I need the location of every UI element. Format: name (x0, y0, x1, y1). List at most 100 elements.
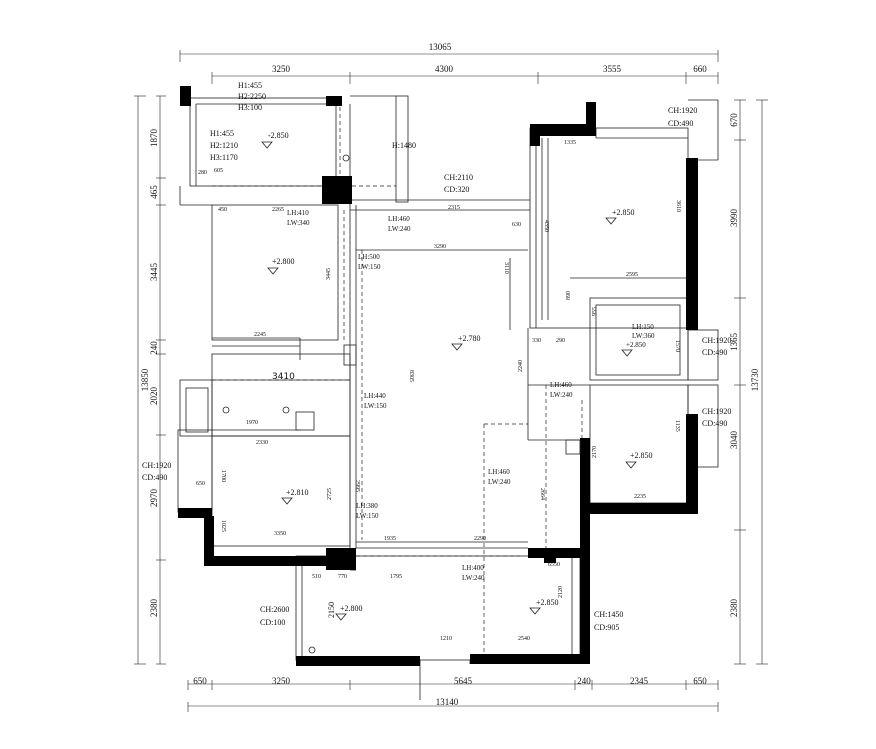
inner-dim-ap: 890 (566, 291, 572, 300)
left-dim-6: 2970 (149, 489, 159, 508)
study-nw-level: -2.850 (268, 131, 289, 140)
balcony-s-cd: CD:100 (260, 618, 285, 627)
inner-dim-f: 3410 (272, 372, 295, 382)
balcony-s-ch: CH:2600 (260, 605, 289, 614)
study-nw-h2: H2:1210 (210, 141, 238, 150)
bedroom-ne-level: +2.850 (612, 208, 635, 217)
inner-dim-n: 1210 (440, 636, 452, 642)
inner-dim-ae: 1700 (220, 470, 226, 482)
beam-4-lw: LW:240 (550, 391, 573, 399)
beam-4-lh: LH:460 (550, 381, 572, 389)
inner-dim-ai: 1570 (674, 340, 680, 352)
inner-dim-al: 2725 (327, 488, 333, 500)
inner-dim-ac: 280 (198, 170, 207, 176)
wall-s-ledge (528, 548, 590, 558)
inner-dim-y: 650 (196, 481, 205, 487)
beam-3-lw: LW:150 (358, 263, 381, 271)
inner-dim-o: 2540 (518, 636, 530, 642)
inner-dim-d: 3445 (326, 268, 332, 280)
inner-dim-aj: 1135 (674, 420, 680, 432)
bottom-dim-2: 3250 (272, 676, 291, 686)
beam-7-lw: LW:150 (356, 512, 379, 520)
bottom-dim-3: 5645 (454, 676, 473, 686)
wall-column-2 (326, 548, 356, 570)
top-dim-4: 660 (693, 64, 707, 74)
window-w-ch: CH:1920 (142, 461, 171, 470)
balcony-s-right-ch: CH:1450 (594, 610, 623, 619)
bedroom-se-level: +2.850 (630, 451, 653, 460)
study-nw-h1: H1:455 (210, 129, 234, 138)
bath-e-lh: LH:150 (632, 323, 654, 331)
top-total-dim: 13065 (429, 42, 452, 52)
balcony-s-right-cd: CD:905 (594, 623, 619, 632)
inner-dim-u: 8305 (408, 370, 414, 382)
inner-dim-p: 6550 (548, 562, 560, 568)
left-dim-3: 3445 (149, 263, 159, 282)
beam-2-lw: LW:240 (388, 225, 411, 233)
inner-dim-c: 3290 (434, 244, 446, 250)
wall-sw-2 (204, 516, 336, 566)
wall-se-bottom (590, 503, 698, 514)
window-e1-cd: CD:490 (702, 348, 727, 357)
bath-e-level: +2.850 (626, 341, 646, 349)
wall-s-balcony-left (296, 656, 420, 666)
left-total-dim: 13850 (140, 368, 150, 391)
balcony-s-right-level: +2.850 (536, 598, 559, 607)
inner-dim-b: 2265 (272, 207, 284, 213)
window-e1-ch: CH:1920 (702, 336, 731, 345)
right-dim-5: 2380 (729, 599, 739, 618)
balcony-nw-h1: H1:455 (238, 81, 262, 90)
top-dim-2: 4300 (435, 64, 454, 74)
wall-ne-upper (530, 102, 596, 146)
inner-dim-h: 2330 (256, 440, 268, 446)
living-level: +2.780 (458, 334, 481, 343)
inner-dim-ab: 605 (214, 168, 223, 174)
inner-dim-k: 2290 (474, 536, 486, 542)
inner-dim-ar: 450 (218, 207, 227, 213)
inner-dim-j: 1935 (384, 536, 396, 542)
right-dim-3: 1365 (729, 333, 739, 352)
top-dim-3: 3555 (603, 64, 622, 74)
beam-1-lw: LW:340 (287, 219, 310, 227)
window-w-cd: CD:490 (142, 473, 167, 482)
wall-nw-corner (180, 86, 191, 106)
right-dim-1: 670 (729, 113, 739, 127)
inner-dim-z: 770 (338, 574, 347, 580)
beam-2-lh: LH:460 (388, 215, 410, 223)
top-dimension-group (179, 50, 719, 84)
right-dimension-group (734, 99, 768, 665)
wall-column-1 (322, 176, 352, 204)
corridor-cd: CD:320 (444, 185, 469, 194)
right-total-dim: 13730 (750, 368, 760, 391)
balcony-nw-h3: H3:100 (238, 103, 262, 112)
left-dim-1: 1870 (149, 129, 159, 148)
beam-3-lh: LH:500 (358, 253, 380, 261)
beam-1-lh: LH:410 (287, 209, 309, 217)
window-e2-cd: CD:490 (702, 419, 727, 428)
inner-dim-ag: 2120 (558, 586, 564, 598)
corridor-ch: CH:2110 (444, 173, 473, 182)
wall-s-balcony-end (580, 552, 590, 664)
right-dim-2: 3990 (729, 209, 739, 228)
inner-dim-af: 1025 (220, 520, 226, 532)
inner-dim-t: 1335 (564, 140, 576, 146)
inner-dim-an: 330 (532, 338, 541, 344)
inner-dim-s: 3610 (675, 200, 681, 212)
left-dim-5: 2020 (149, 387, 159, 406)
bedroom-ne-ch: CH:1920 (668, 106, 697, 115)
inner-dim-q: 2595 (626, 272, 638, 278)
inner-dim-i: 3350 (274, 531, 286, 537)
bottom-dim-6: 650 (693, 676, 707, 686)
beam-6-lh: LH:460 (488, 468, 510, 476)
level-markers (261, 141, 637, 621)
bedroom-w-level: +2.800 (272, 257, 295, 266)
bottom-total-dim: 13140 (436, 697, 459, 707)
bottom-dim-5: 2345 (630, 676, 649, 686)
wall-east-2 (686, 414, 698, 514)
study-nw-h3: H3:1170 (210, 153, 238, 162)
wall-n-post (326, 96, 342, 106)
thick-walls (178, 86, 698, 666)
wall-east-1 (686, 158, 698, 330)
beam-5-lw: LW:150 (364, 402, 387, 410)
inner-dim-a: 2315 (448, 205, 460, 211)
